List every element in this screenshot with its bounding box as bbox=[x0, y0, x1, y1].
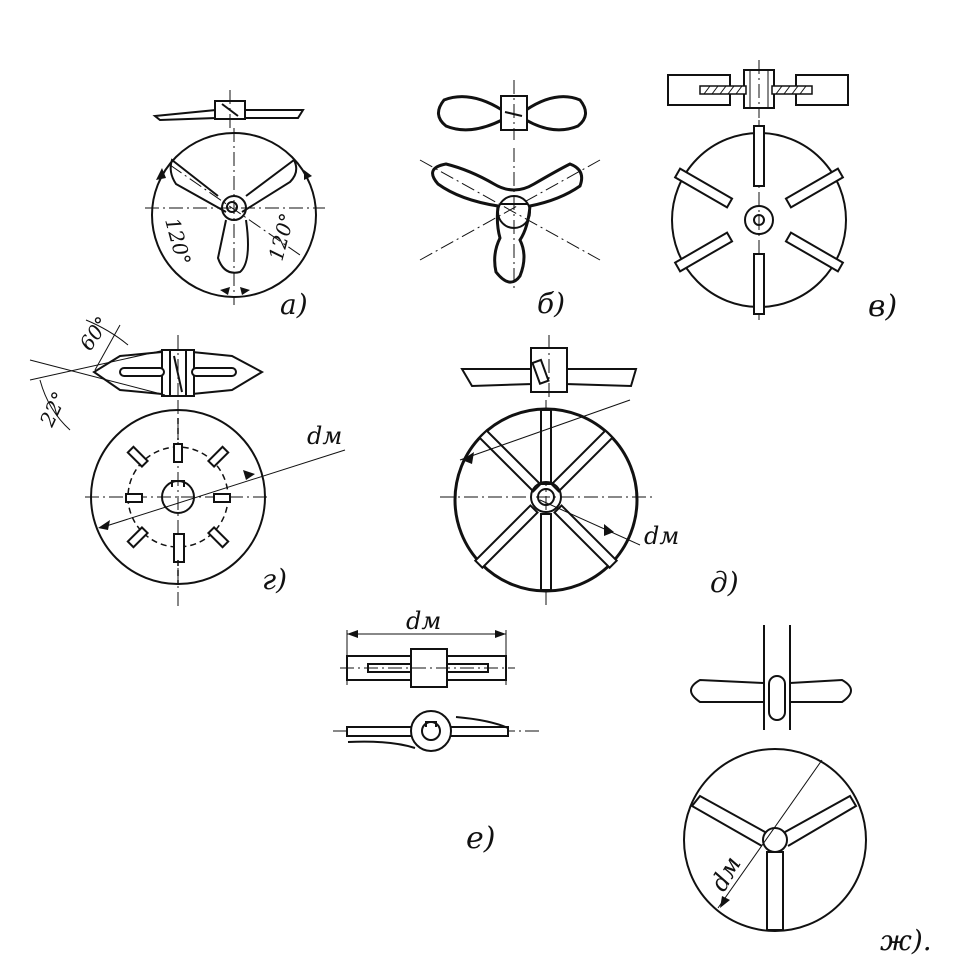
figure-v-label: в) bbox=[868, 289, 897, 324]
figure-d-label: д) bbox=[710, 566, 739, 599]
figure-e-top-view bbox=[333, 710, 542, 752]
figure-a-propeller-mixer: 120° 120° a) bbox=[145, 90, 325, 321]
figure-b-top-view bbox=[419, 148, 601, 290]
angle-120-right-label: 120° bbox=[264, 211, 300, 264]
figure-zh-top-view: dм bbox=[683, 748, 867, 932]
figure-d-side-view bbox=[460, 335, 638, 400]
figure-e-side-view: dм bbox=[340, 607, 515, 688]
angle-22-label: 22° bbox=[34, 388, 71, 431]
figure-zh-side-view bbox=[690, 625, 852, 730]
figure-a-top-view: 120° 120° bbox=[145, 128, 325, 305]
figure-g-label: г) bbox=[262, 563, 287, 596]
dm-label-zh: dм bbox=[705, 851, 747, 896]
figure-g-top-view: dм bbox=[85, 400, 346, 610]
figure-zh-radial-mixer: dм ж). bbox=[683, 625, 932, 957]
dm-label-e: dм bbox=[406, 607, 441, 635]
figure-e-paddle-mixer: dм е) bbox=[333, 607, 542, 856]
dm-label-g: dм bbox=[307, 422, 342, 450]
figure-v-top-view bbox=[671, 120, 847, 320]
angle-60-label: 60° bbox=[74, 312, 114, 355]
figure-g-side-view: 60° 22° bbox=[29, 312, 265, 431]
dm-label-d: dм bbox=[644, 522, 679, 550]
figure-d-top-view: dм bbox=[440, 399, 679, 605]
figure-zh-label: ж). bbox=[880, 924, 932, 957]
figure-v-side-view bbox=[667, 60, 849, 118]
figure-d-open-turbine: dм д) bbox=[440, 335, 739, 605]
figure-g-inclined-blade-turbine: 60° 22° dм г) bbox=[29, 312, 346, 610]
figure-e-label: е) bbox=[466, 821, 495, 856]
figure-d-blades bbox=[473, 409, 619, 591]
figure-v-turbine: в) bbox=[667, 60, 897, 324]
figure-b-marine-propeller: б) bbox=[419, 80, 601, 320]
figure-b-label: б) bbox=[537, 287, 565, 320]
figure-a-label: a) bbox=[280, 288, 308, 321]
figure-b-side-view bbox=[437, 80, 587, 140]
figure-a-side-view bbox=[152, 90, 305, 130]
